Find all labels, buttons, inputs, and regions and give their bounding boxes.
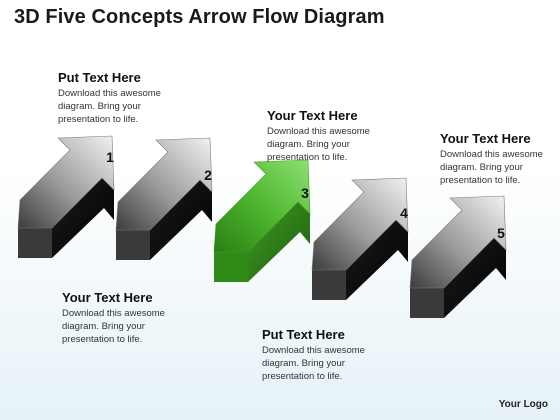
arrow-face [311, 177, 409, 271]
arrow-face [115, 137, 213, 231]
arrow-step-5: 5 [409, 195, 507, 318]
text-block-heading: Put Text Here [262, 327, 345, 342]
arrow-bottom [410, 288, 444, 318]
arrow-face [409, 195, 507, 289]
arrow-side [150, 180, 212, 260]
arrow-step-4: 4 [311, 177, 409, 300]
text-block-heading: Your Text Here [440, 131, 531, 146]
text-block-3: Your Text Here Download this awesome dia… [440, 131, 543, 187]
step-number: 4 [400, 205, 408, 221]
arrow-bottom [312, 270, 346, 300]
text-block-5: Put Text Here Download this awesome diag… [262, 327, 365, 383]
arrow-bottom [116, 230, 150, 260]
text-block-body: Download this awesome diagram. Bring you… [62, 308, 165, 345]
text-block-body: Download this awesome diagram. Bring you… [267, 126, 370, 163]
text-block-body: Download this awesome diagram. Bring you… [262, 345, 365, 382]
text-block-2: Your Text Here Download this awesome dia… [267, 108, 370, 164]
step-number: 1 [106, 149, 114, 165]
arrow-step-1: 1 [17, 135, 115, 258]
step-number: 2 [204, 167, 212, 183]
arrow-side [346, 220, 408, 300]
text-block-1: Put Text Here Download this awesome diag… [58, 70, 161, 126]
step-number: 3 [301, 185, 309, 201]
arrow-face [213, 159, 311, 253]
arrow-bottom [18, 228, 52, 258]
arrow-bottom [214, 252, 248, 282]
page-title: 3D Five Concepts Arrow Flow Diagram [14, 6, 385, 28]
arrow-side [52, 178, 114, 258]
text-block-body: Download this awesome diagram. Bring you… [58, 88, 161, 125]
step-number: 5 [497, 225, 505, 241]
text-block-body: Download this awesome diagram. Bring you… [440, 149, 543, 186]
text-block-4: Your Text Here Download this awesome dia… [62, 290, 165, 346]
arrow-step-2: 2 [115, 137, 213, 260]
arrow-face [17, 135, 115, 229]
arrow-step-3: 3 [213, 159, 311, 282]
text-block-heading: Your Text Here [267, 108, 358, 123]
logo-text: Your Logo [498, 399, 548, 410]
text-block-heading: Your Text Here [62, 290, 153, 305]
arrow-side [444, 238, 506, 318]
arrow-side [248, 202, 310, 282]
text-block-heading: Put Text Here [58, 70, 141, 85]
